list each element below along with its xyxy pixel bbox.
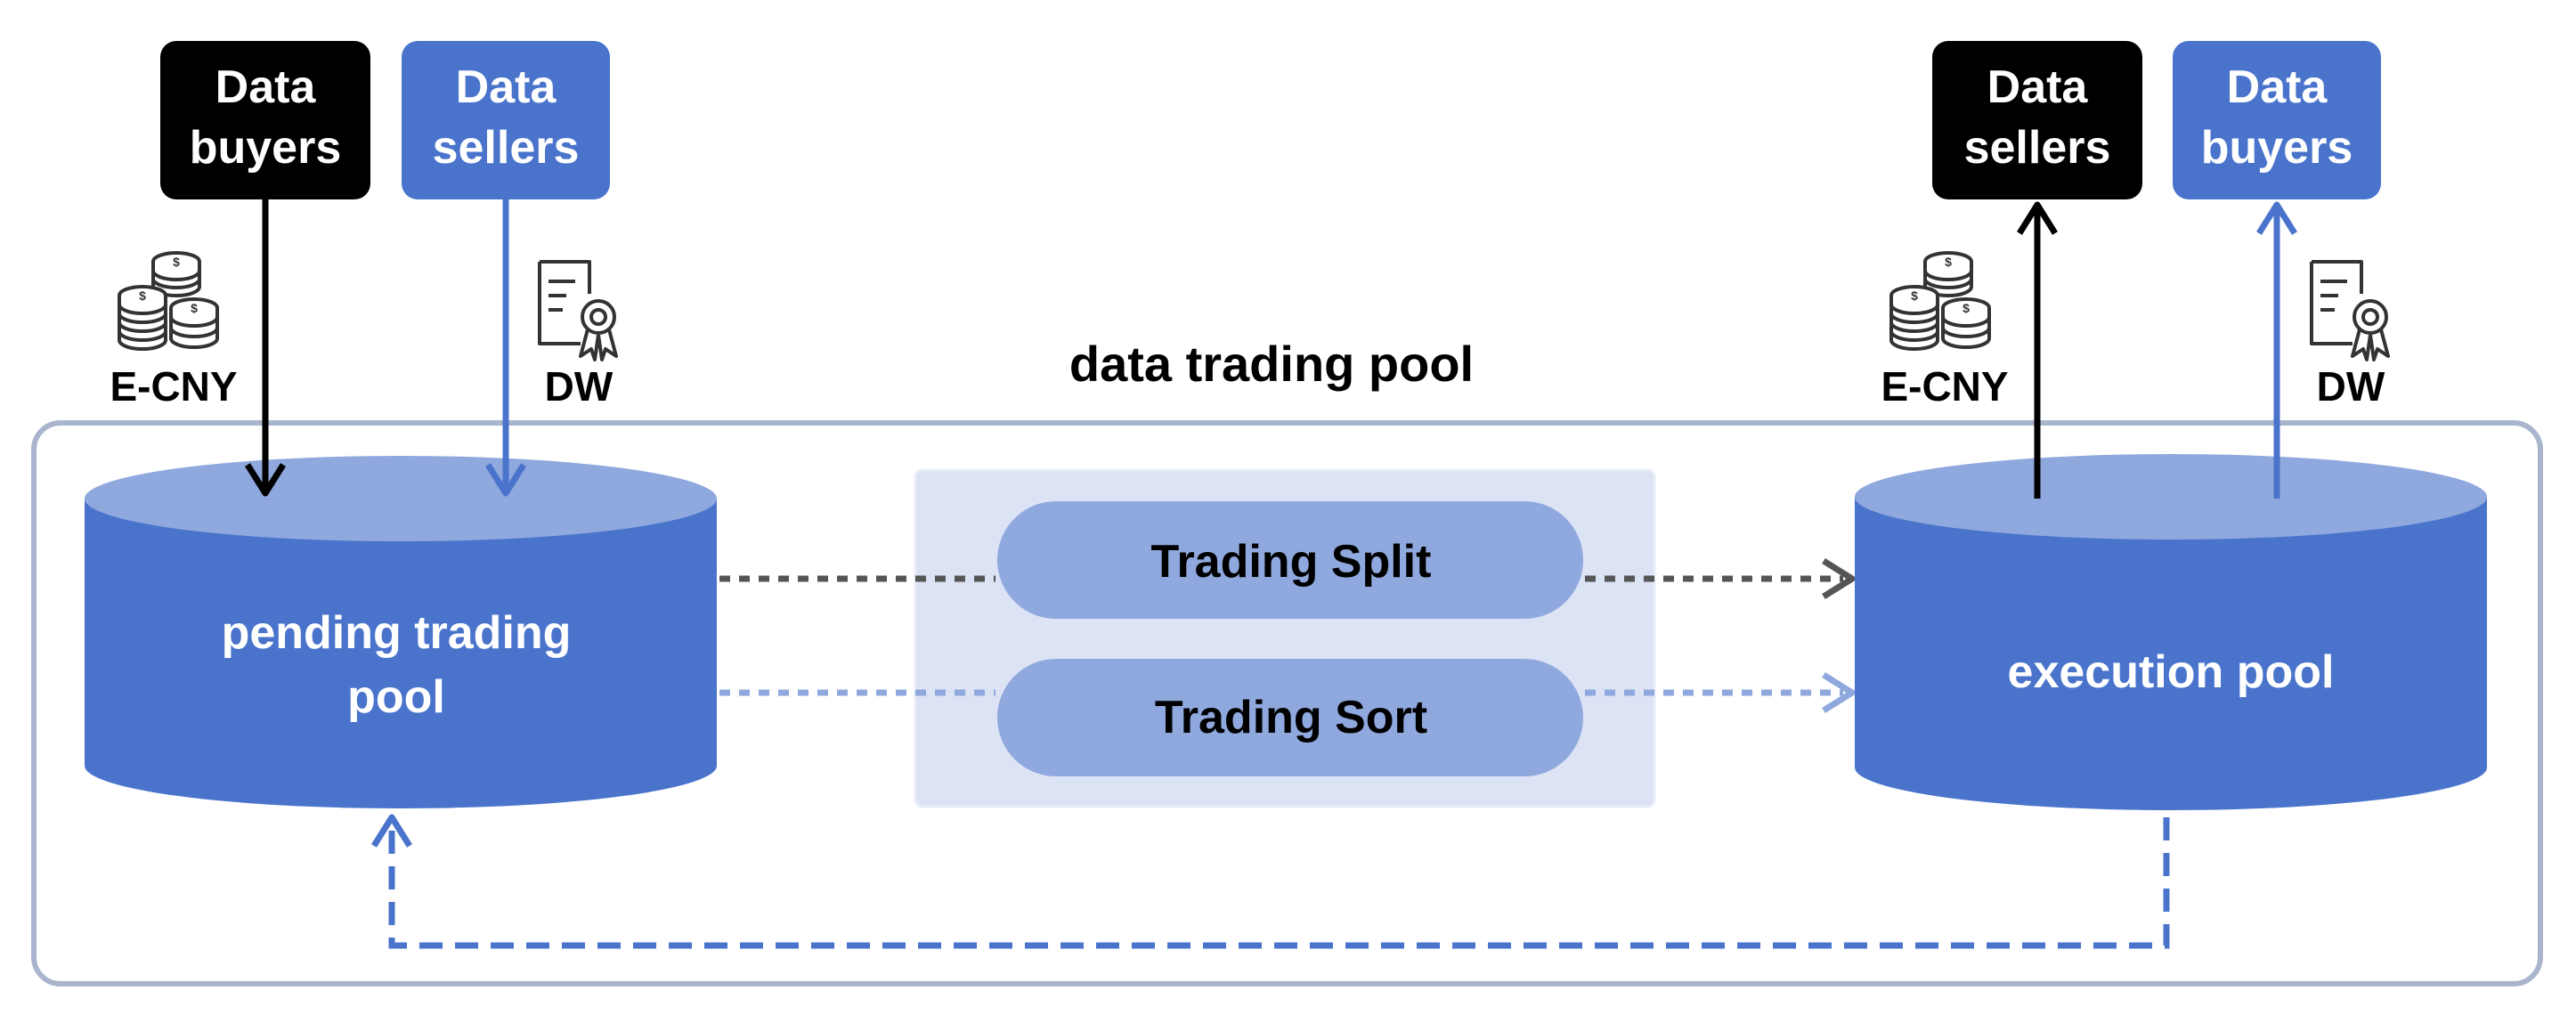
left-dw-label: DW (545, 363, 614, 410)
coins-stack-icon: $ $ $ (118, 251, 219, 351)
trading-sort-label: Trading Sort (1155, 692, 1427, 743)
right-ecny-label: E-CNY (1881, 363, 2008, 410)
pending-pool-label-line2: pool (347, 671, 445, 723)
right-data-buyers-line2: buyers (2201, 122, 2353, 174)
left-data-sellers-line1: Data (456, 61, 557, 113)
sellers-arrowhead (485, 463, 526, 497)
trading-split-pill (997, 501, 1583, 619)
buyers-arrowhead (245, 463, 286, 497)
coins-stack-icon-right: $ $ $ (1889, 251, 1991, 351)
split-arrowhead (1822, 558, 1856, 599)
right-data-buyers-line1: Data (2227, 61, 2328, 113)
left-data-buyers-line2: buyers (190, 122, 342, 174)
right-data-sellers-line2: sellers (1964, 122, 2111, 174)
feedback-loop-arrow (388, 817, 2170, 949)
right-dw-label: DW (2317, 363, 2385, 410)
right-data-buyers-box (2173, 41, 2381, 199)
trading-split-label: Trading Split (1151, 536, 1432, 588)
right-data-sellers-box (1932, 41, 2142, 199)
left-data-buyers-line1: Data (215, 61, 317, 113)
pool-title: data trading pool (1069, 336, 1474, 392)
svg-text:$: $ (1962, 301, 1970, 315)
left-data-sellers-box (402, 41, 610, 199)
execution-to-sellers-arrowhead (2017, 201, 2058, 235)
execution-to-buyers-arrowhead (2256, 201, 2297, 235)
execution-pool-label: execution pool (2008, 646, 2335, 698)
svg-text:$: $ (1911, 288, 1918, 303)
pending-trading-pool-cylinder (85, 456, 717, 808)
svg-text:$: $ (1945, 255, 1952, 269)
feedback-arrowhead (371, 814, 412, 848)
certificate-document-icon-right (2310, 260, 2390, 361)
left-data-sellers-line2: sellers (433, 122, 580, 174)
svg-text:$: $ (173, 255, 180, 269)
trading-sort-pill (997, 659, 1583, 776)
svg-text:$: $ (139, 288, 146, 303)
sort-arrowhead (1822, 672, 1856, 713)
right-data-sellers-line1: Data (1987, 61, 2089, 113)
data-trading-pool-frame (31, 420, 2543, 986)
certificate-document-icon (538, 260, 618, 361)
pending-pool-label-line1: pending trading (222, 607, 572, 659)
execution-pool-cylinder (1855, 454, 2487, 810)
svg-text:$: $ (191, 301, 198, 315)
left-data-buyers-box (160, 41, 370, 199)
left-ecny-label: E-CNY (110, 363, 237, 410)
